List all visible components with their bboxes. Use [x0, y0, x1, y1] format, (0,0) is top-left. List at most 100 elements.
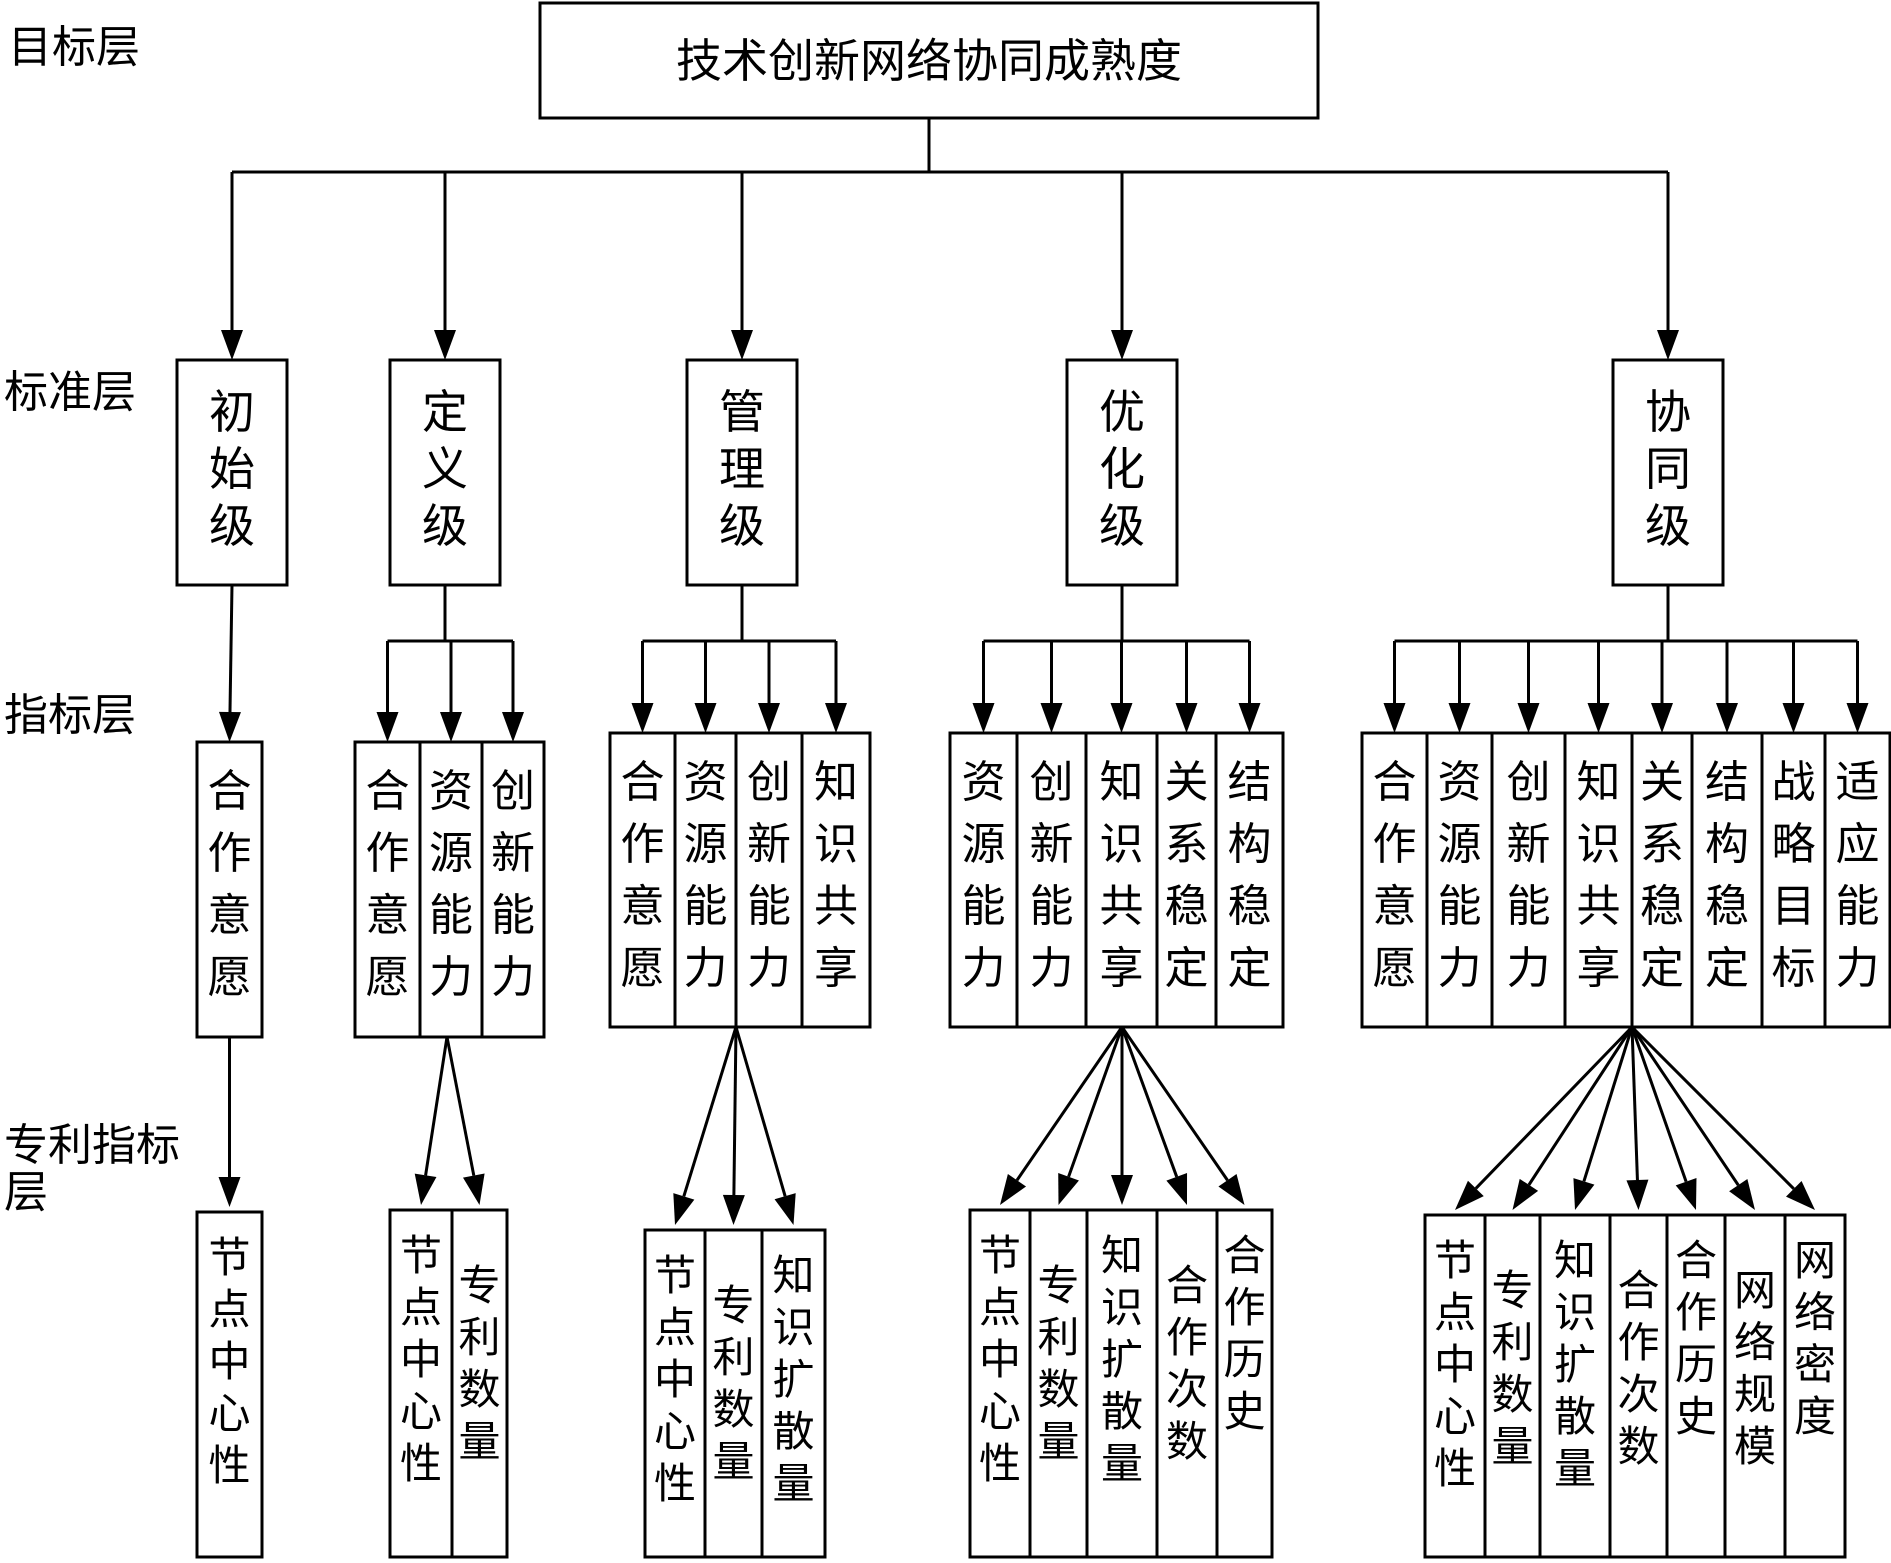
char: 创	[747, 757, 791, 808]
indicator-box	[948, 731, 1019, 1029]
char: 度	[1794, 1392, 1836, 1441]
patent-indicator-box	[1155, 1208, 1219, 1559]
arrow-to-patent-4-2-head	[1058, 1173, 1079, 1205]
arrow-to-patent-2-1	[424, 1036, 449, 1176]
char: 级	[1099, 499, 1145, 553]
char: 利	[1491, 1318, 1533, 1367]
char: 定	[422, 385, 468, 439]
char: 知	[1100, 757, 1144, 808]
arrow-to-patent-4-1-head	[1000, 1174, 1027, 1205]
char: 愿	[1373, 943, 1417, 994]
char: 作	[1617, 1318, 1659, 1367]
char: 构	[1228, 819, 1272, 870]
level-label-3: 管理级	[719, 385, 765, 553]
char: 共	[1100, 881, 1144, 932]
char: 络	[1734, 1318, 1776, 1367]
char: 资	[1438, 757, 1482, 808]
char: 能	[429, 890, 473, 941]
arrow-to-patent-4-1	[1015, 1026, 1124, 1182]
arrow-to-patent-5-1-head	[1455, 1180, 1484, 1210]
char: 量	[1037, 1417, 1079, 1466]
char: 点	[400, 1283, 442, 1332]
char: 性	[979, 1439, 1021, 1488]
indicator-box	[800, 731, 872, 1029]
char: 知	[772, 1251, 814, 1300]
indicator-box	[353, 740, 422, 1039]
char: 专	[458, 1261, 500, 1310]
char: 新	[491, 828, 535, 879]
char: 关	[1165, 757, 1209, 808]
arrow-to-level-2-head	[434, 330, 456, 360]
char: 资	[684, 757, 728, 808]
char: 同	[1645, 442, 1691, 496]
char: 级	[719, 499, 765, 553]
char: 知	[1554, 1236, 1596, 1285]
char: 新	[747, 819, 791, 870]
patent-indicator-box	[1723, 1213, 1787, 1559]
char: 量	[1554, 1444, 1596, 1493]
char: 识	[814, 819, 858, 870]
arrow-to-patent-5-4	[1630, 1026, 1639, 1181]
arrow-to-indicator-5-3-head	[1517, 703, 1540, 733]
arrow-to-patent-3-3	[734, 1026, 787, 1197]
char: 新	[1030, 819, 1074, 870]
arrow-to-patent-5-2-head	[1512, 1178, 1539, 1210]
patent-indicator-box	[1028, 1208, 1089, 1559]
indicator-box	[195, 740, 264, 1039]
char: 专	[1037, 1261, 1079, 1310]
char: 构	[1705, 819, 1749, 870]
char: 级	[422, 499, 468, 553]
char: 战	[1772, 757, 1816, 808]
char: 能	[491, 890, 535, 941]
patent-indicator-box	[1538, 1213, 1612, 1559]
arrow-to-indicators-1-head	[218, 711, 241, 742]
char: 新	[1507, 819, 1551, 870]
char: 定	[1705, 943, 1749, 994]
char: 数	[712, 1385, 754, 1434]
arrow-to-patent-4-2	[1067, 1026, 1124, 1178]
char: 心	[1434, 1392, 1476, 1441]
char: 结	[1705, 757, 1749, 808]
arrow-to-indicator-5-1-head	[1383, 703, 1406, 733]
char: 节	[400, 1231, 442, 1280]
arrow-to-indicator-3-2-head	[694, 703, 717, 733]
char: 合	[366, 766, 410, 817]
char: 源	[684, 819, 728, 870]
char: 数	[458, 1365, 500, 1414]
char: 网	[1734, 1266, 1776, 1315]
char: 量	[772, 1459, 814, 1508]
level-box-5	[1611, 358, 1725, 587]
goal-title: 技术创新网络协同成熟度	[676, 34, 1182, 88]
char: 能	[1030, 881, 1074, 932]
char: 点	[1434, 1288, 1476, 1337]
char: 力	[1030, 943, 1074, 994]
char: 作	[1166, 1313, 1208, 1362]
char: 能	[684, 881, 728, 932]
arrow-to-patent-3-3-head	[774, 1193, 796, 1225]
patent-indicator-box	[1423, 1213, 1487, 1559]
char: 合	[1675, 1236, 1717, 1285]
char: 识	[1101, 1283, 1143, 1332]
char: 散	[1101, 1387, 1143, 1436]
char: 合	[1223, 1231, 1265, 1280]
char: 资	[429, 766, 473, 817]
arrow-to-patent-5-3-head	[1573, 1178, 1595, 1210]
indicator-box	[1214, 731, 1285, 1029]
char: 作	[1373, 819, 1417, 870]
char: 意	[366, 890, 410, 941]
char: 数	[1166, 1417, 1208, 1466]
